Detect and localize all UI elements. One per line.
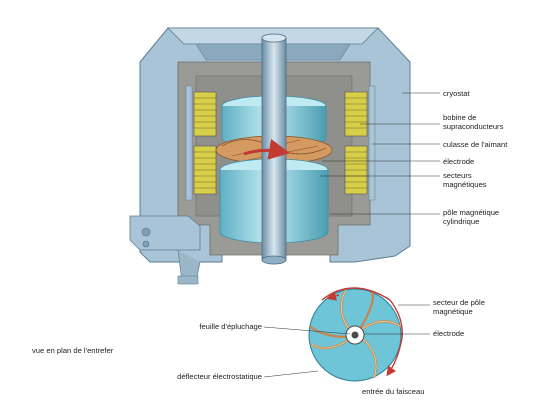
- superconducting-coil-right: [344, 91, 368, 195]
- label-beam-entry: entrée du faisceau: [362, 387, 425, 396]
- leader-lines-top: [320, 92, 440, 215]
- label-cryostat: cryostat: [443, 89, 470, 98]
- leader-lines-bottom: [263, 304, 430, 378]
- beam-path: [321, 287, 403, 377]
- beam-arrow-icon: [243, 138, 290, 160]
- label-electrode-bottom: électrode: [433, 329, 465, 338]
- label-electrostatic-deflector: déflecteur électrostatique: [177, 372, 262, 381]
- label-magnetic-sectors: secteurs magnétiques: [443, 171, 487, 189]
- label-superconducting-coil: bobine de supraconducteurs: [443, 113, 504, 131]
- cyclotron-cutaway: [129, 27, 411, 285]
- label-electrode-top: électrode: [443, 157, 475, 166]
- label-stripping-foil: feuille d'épluchage: [199, 322, 262, 331]
- label-gap-plan-view: vue en plan de l'entrefer: [32, 346, 114, 355]
- label-pole-sector: secteur de pôle magnétique: [433, 298, 485, 316]
- gap-plan-view: [308, 287, 403, 382]
- label-magnet-yoke: culasse de l'aimant: [443, 140, 508, 149]
- superconducting-coil-left: [193, 91, 217, 195]
- label-cylindrical-pole: pôle magnétique cylindrique: [443, 208, 500, 226]
- beam-port: [129, 215, 201, 285]
